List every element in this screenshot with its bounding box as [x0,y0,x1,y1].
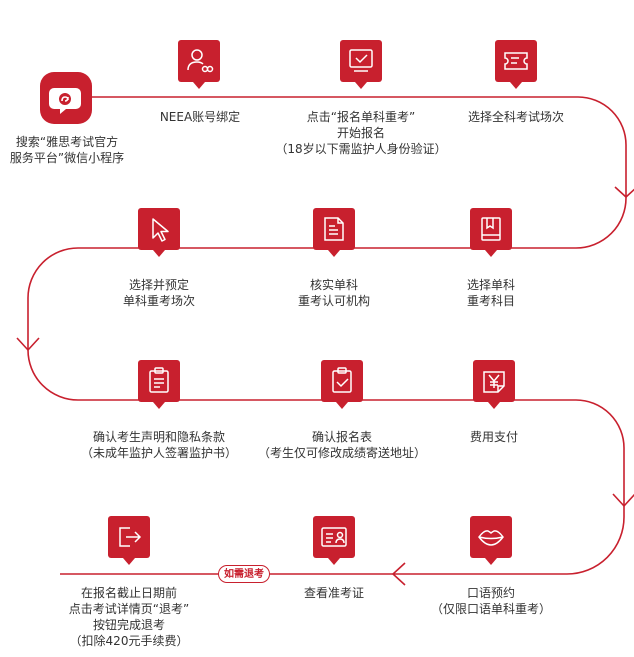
optional-withdraw-badge: 如需退考 [218,565,270,583]
cursor-icon [138,208,180,257]
step-withdraw-label: 在报名截止日期前 点击考试详情页“退考” 按钮完成退考 （扣除420元手续费） [68,586,190,648]
step-speaking-booking-label: 口语预约 （仅限口语单科重考） [430,586,551,616]
arrow-2 [16,337,40,352]
clipboard-check-icon [321,360,363,409]
step-payment-label: 费用支付 [469,430,518,444]
id-card-icon [313,516,355,565]
ticket-icon [495,40,537,89]
start-label: 搜索“雅思考试官方 服务平台”微信小程序 [9,135,125,165]
step-select-full-session-label: 选择全科考试场次 [467,110,564,124]
step-book-session-label: 选择并预定 单科重考场次 [122,278,195,308]
step-confirm-form-label: 确认报名表 （考生仅可修改成绩寄送地址） [257,430,426,460]
check-box-icon [340,40,382,89]
step-admission-ticket-label: 查看准考证 [303,586,364,600]
book-icon [470,208,512,257]
step-select-subject-label: 选择单科 重考科目 [466,278,515,308]
document-icon [313,208,355,257]
step-neea-label: NEEA账号绑定 [159,110,241,124]
user-link-icon [178,40,220,89]
step-verify-institution-label: 核实单科 重考认可机构 [297,278,370,308]
mini-program-icon [40,72,92,124]
arrow-1 [614,186,634,199]
arrow-3 [612,493,634,508]
yen-icon [473,360,515,409]
step-start-registration-label: 点击“报名单科重考” 开始报名 （18岁以下需监护人身份验证） [275,110,447,156]
lips-icon [470,516,512,565]
step-declaration-label: 确认考生声明和隐私条款 （未成年监护人签署监护书） [80,430,237,460]
arrow-4 [391,562,406,586]
clipboard-icon [138,360,180,409]
exit-icon [108,516,150,565]
